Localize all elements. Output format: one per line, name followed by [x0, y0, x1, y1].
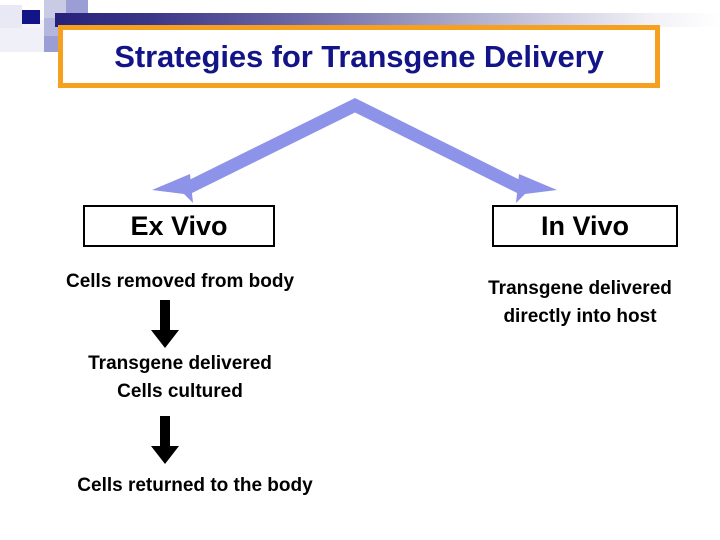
- in-vivo-step-1: Transgene delivered directly into host: [488, 278, 672, 327]
- down-arrow-icon-2: [145, 416, 185, 469]
- decorative-square: [0, 28, 44, 52]
- slide-title: Strategies for Transgene Delivery: [114, 39, 604, 74]
- in-vivo-heading-label: In Vivo: [540, 210, 630, 241]
- top-gradient-rule: [55, 13, 720, 27]
- down-arrow-icon-1: [145, 300, 185, 353]
- ex-vivo-heading-box: Ex Vivo: [83, 205, 275, 247]
- slide-title-box: Strategies for Transgene Delivery: [58, 25, 660, 88]
- ex-vivo-step-3: Cells returned to the body: [77, 475, 313, 496]
- arrow-to-ex-vivo: [152, 98, 362, 203]
- arrow-to-in-vivo: [348, 98, 557, 203]
- ex-vivo-step-1: Cells removed from body: [65, 271, 295, 292]
- decorative-square: [22, 10, 40, 24]
- diverging-arrows: [0, 90, 720, 205]
- in-vivo-heading-box: In Vivo: [492, 205, 678, 247]
- ex-vivo-heading-label: Ex Vivo: [130, 210, 228, 241]
- ex-vivo-step-2: Transgene delivered Cells cultured: [88, 353, 272, 402]
- decorative-square: [0, 5, 22, 35]
